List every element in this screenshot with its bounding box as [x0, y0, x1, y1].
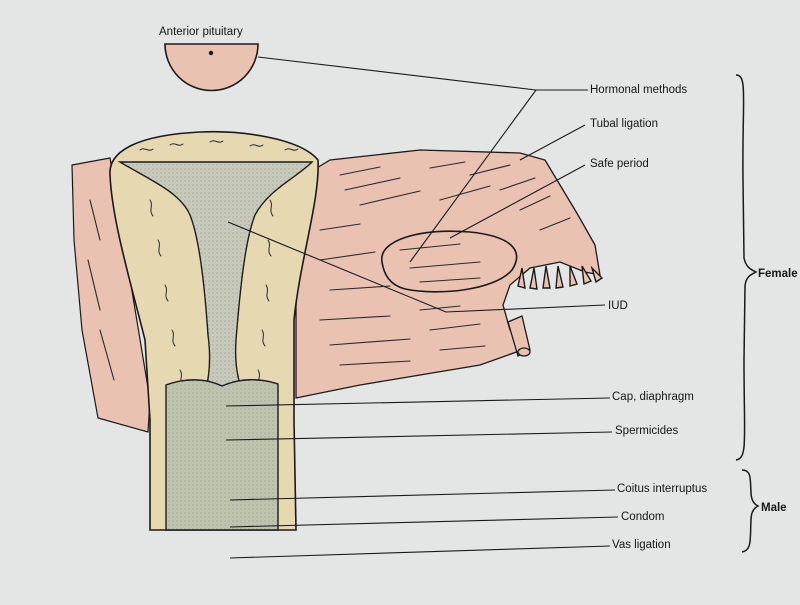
leader-tubal [519, 124, 586, 161]
leader-spermicides [225, 431, 613, 441]
label-condom: Condom [621, 511, 664, 523]
fimbriae [517, 265, 604, 290]
male-bracket [741, 469, 760, 553]
label-tubal-ligation: Tubal ligation [590, 118, 658, 130]
anterior-pituitary-label: Anterior pituitary [159, 26, 243, 38]
leader-hormonal-ovary [409, 89, 537, 263]
label-cap-diaphragm: Cap, diaphragm [612, 391, 694, 403]
leader-vas [229, 545, 611, 559]
leader-cap [225, 397, 611, 407]
label-spermicides: Spermicides [615, 425, 679, 437]
leader-condom [229, 516, 619, 528]
label-male: Male [761, 502, 787, 514]
pituitary-dot [208, 50, 214, 56]
label-hormonal-methods: Hormonal methods [590, 84, 687, 96]
ligament-stub-end [517, 347, 531, 357]
label-vas-ligation: Vas ligation [612, 539, 671, 551]
leader-safe [449, 164, 586, 239]
leader-hormonal [257, 56, 588, 91]
vaginal-canal-stipple [166, 379, 278, 530]
label-iud: IUD [608, 300, 628, 312]
leader-iud [227, 221, 606, 313]
label-coitus-interruptus: Coitus interruptus [617, 483, 707, 495]
female-bracket [735, 74, 758, 461]
uterine-cavity-stipple [120, 162, 312, 402]
ovary [381, 230, 518, 293]
label-safe-period: Safe period [590, 158, 649, 170]
pituitary-shape [164, 43, 259, 92]
label-female: Female [758, 268, 798, 280]
tissue-hatching [87, 161, 571, 381]
leader-coitus [229, 489, 616, 501]
leader-lines [225, 56, 619, 559]
